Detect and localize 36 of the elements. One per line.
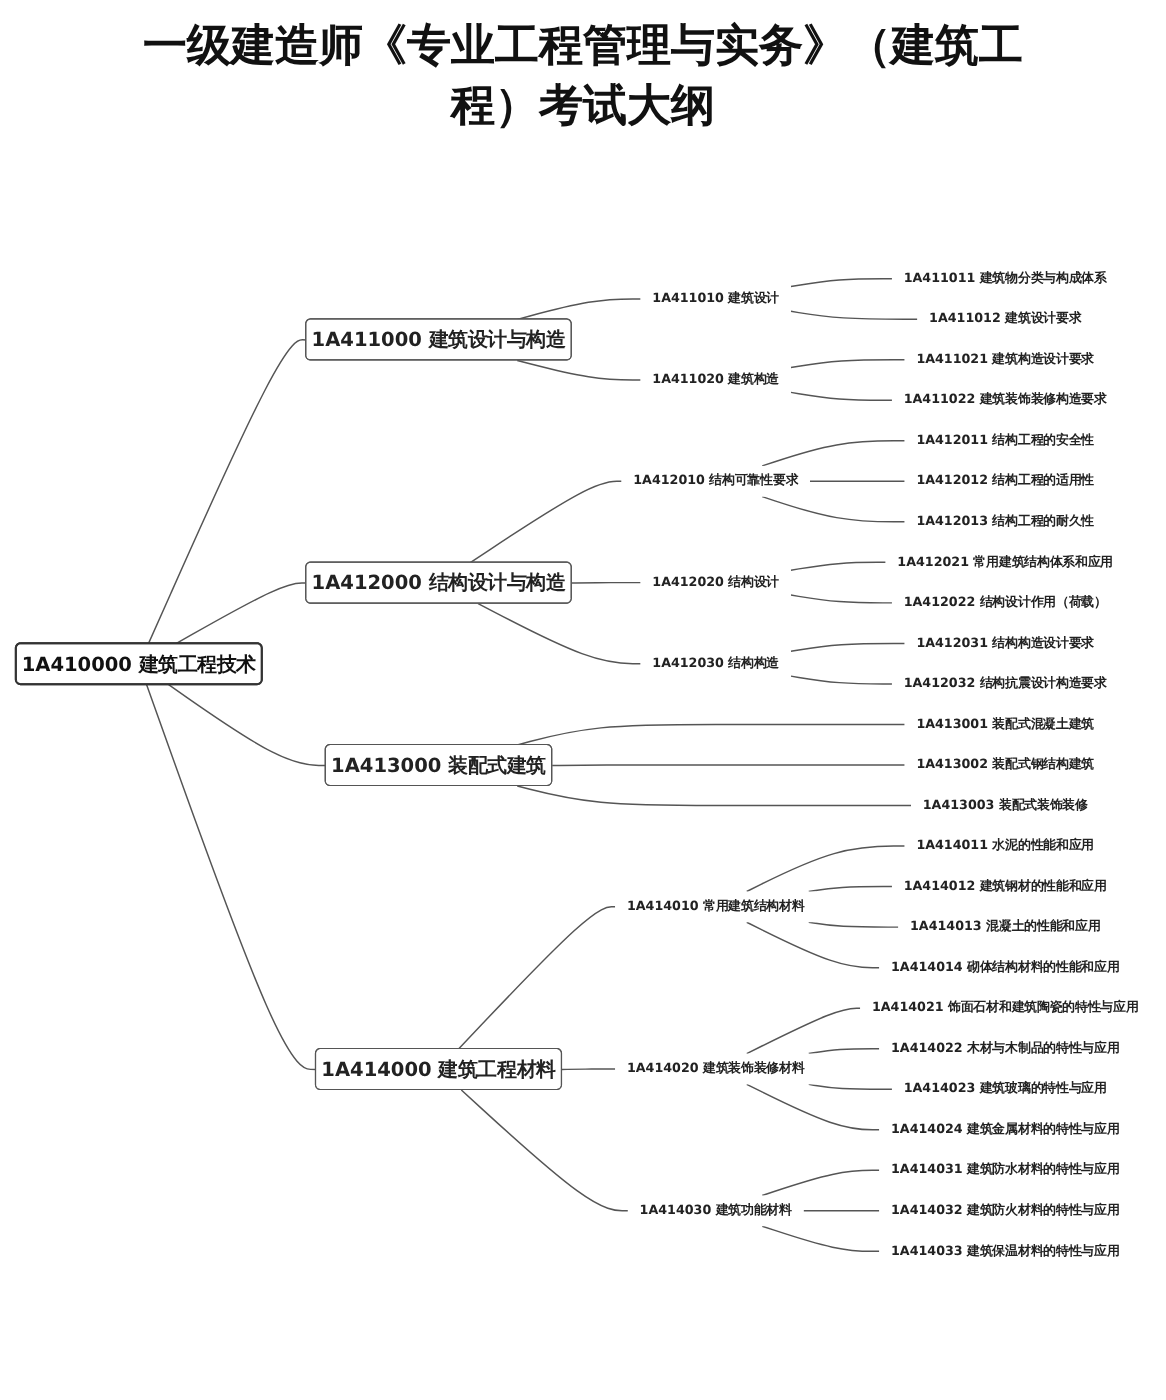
connector bbox=[808, 1047, 880, 1054]
connector bbox=[790, 560, 887, 570]
connector bbox=[457, 905, 616, 1049]
connector bbox=[761, 1224, 880, 1252]
connector bbox=[746, 920, 880, 968]
connector bbox=[761, 494, 906, 522]
connector bbox=[571, 580, 642, 583]
connector bbox=[147, 338, 307, 644]
connector bbox=[790, 390, 893, 400]
connector bbox=[790, 357, 906, 368]
connector bbox=[790, 593, 893, 603]
connector bbox=[790, 309, 919, 319]
connector bbox=[460, 1088, 629, 1211]
connector bbox=[808, 884, 893, 892]
connector bbox=[790, 674, 893, 684]
connector bbox=[761, 439, 906, 466]
connector bbox=[808, 920, 900, 927]
connector bbox=[516, 358, 642, 380]
connector bbox=[790, 641, 906, 651]
connector bbox=[809, 479, 906, 482]
connector bbox=[167, 682, 327, 766]
connector bbox=[175, 581, 307, 644]
connector bbox=[790, 276, 893, 287]
connector bbox=[746, 844, 906, 892]
connector bbox=[477, 601, 642, 664]
connector bbox=[469, 479, 623, 563]
connector bbox=[746, 1082, 880, 1130]
connector bbox=[516, 784, 912, 806]
connector bbox=[145, 682, 317, 1070]
connector bbox=[808, 1082, 893, 1089]
connector bbox=[551, 763, 906, 766]
connector bbox=[561, 1067, 616, 1070]
title: 一级建造师《专业工程管理与实务》（建筑工程）考试大纲 bbox=[141, 18, 1025, 136]
connector bbox=[746, 1006, 861, 1054]
connector bbox=[802, 1209, 880, 1211]
connector bbox=[761, 1168, 880, 1196]
